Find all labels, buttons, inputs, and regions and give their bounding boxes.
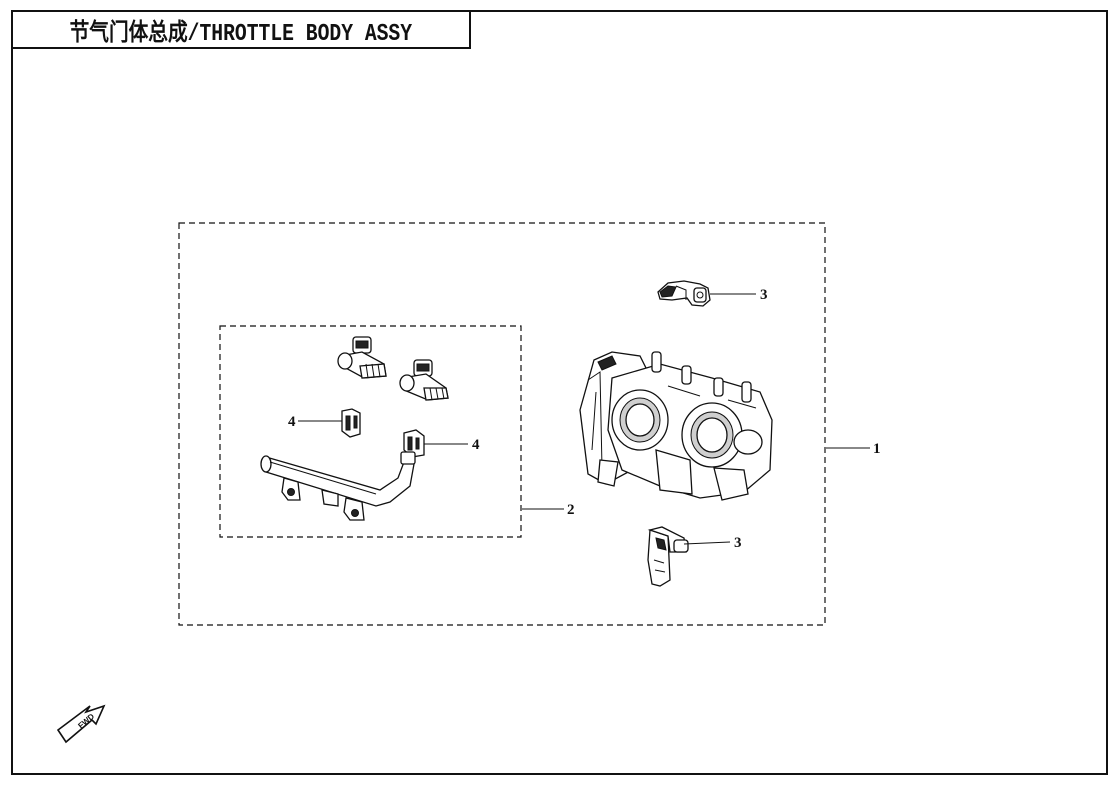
- fuel-injector-1: [337, 336, 387, 379]
- callout-4-left: 4: [288, 414, 296, 430]
- clip-right: [403, 429, 425, 458]
- title-block: 节气门体总成/THROTTLE BODY ASSY: [11, 10, 471, 49]
- throttle-body: [579, 351, 773, 501]
- sensor-bottom: [647, 526, 689, 587]
- fuel-rail: [260, 451, 416, 521]
- drawing-frame: [11, 10, 1108, 775]
- callout-1: 1: [873, 441, 881, 457]
- callout-3-top: 3: [760, 287, 768, 303]
- callout-4-right: 4: [472, 437, 480, 453]
- forward-arrow-icon: FWD: [56, 704, 106, 744]
- assembly-boundary-fuel-rail: [219, 325, 522, 538]
- page-title: 节气门体总成/THROTTLE BODY ASSY: [69, 20, 413, 48]
- fuel-injector-2: [399, 359, 449, 401]
- sensor-top: [657, 280, 711, 307]
- clip-left: [341, 408, 361, 438]
- callout-3-bottom: 3: [734, 535, 742, 551]
- assembly-boundary-outer: [178, 222, 826, 626]
- callout-2: 2: [567, 502, 575, 518]
